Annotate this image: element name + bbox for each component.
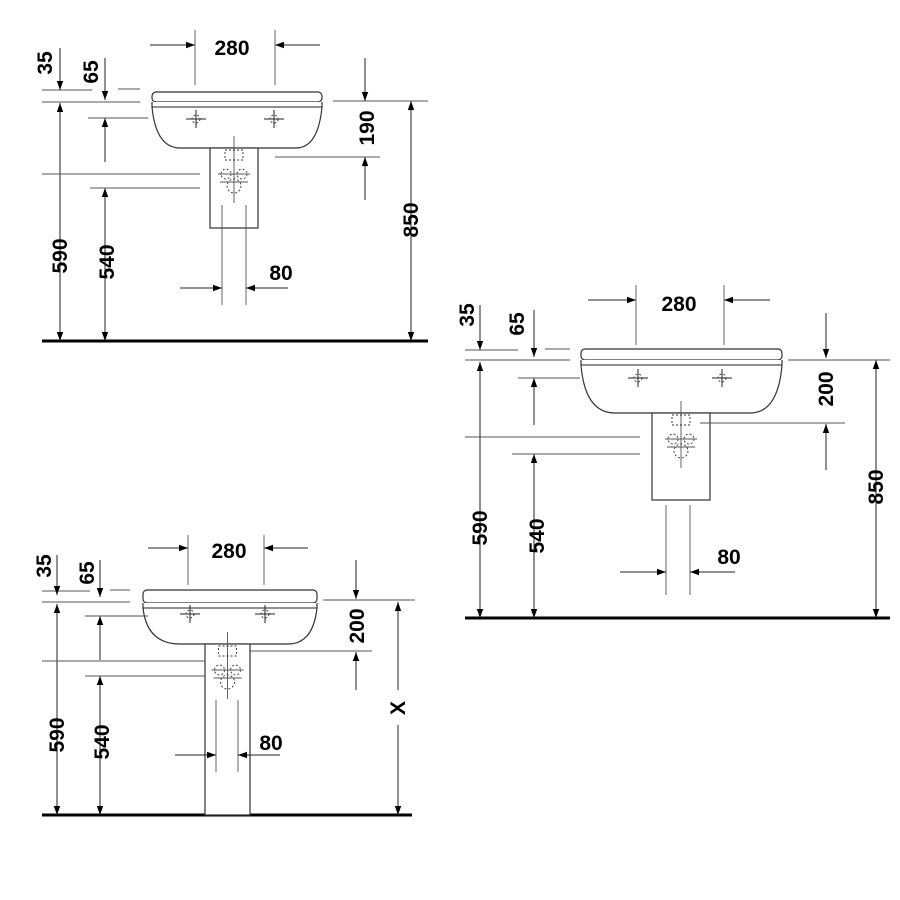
arrowhead-icon bbox=[872, 609, 880, 618]
arrowhead-icon bbox=[407, 332, 415, 341]
arrowhead-icon bbox=[352, 652, 360, 661]
supply-height-dimension: 540 bbox=[526, 518, 549, 553]
arrowhead-icon bbox=[264, 544, 273, 552]
bowl-depth-dimension: 200 bbox=[815, 371, 838, 406]
basin-rim bbox=[580, 348, 783, 361]
arrowhead-icon bbox=[213, 284, 222, 292]
arrowhead-icon bbox=[186, 41, 195, 49]
drain-outline bbox=[671, 414, 691, 426]
top-offset-dimension: 35 bbox=[456, 303, 479, 327]
basin-bowl bbox=[580, 360, 783, 414]
total-height-dimension: 850 bbox=[400, 202, 423, 237]
siphon-height-dimension: 590 bbox=[49, 238, 72, 273]
arrowhead-icon bbox=[56, 103, 64, 112]
arrowhead-icon bbox=[724, 296, 733, 304]
total-height-dimension: X bbox=[387, 701, 410, 715]
tap-hole-icon bbox=[260, 609, 270, 619]
pedestal-width-dimension: 80 bbox=[717, 546, 740, 569]
arrowhead-icon bbox=[246, 284, 255, 292]
arrowhead-icon bbox=[53, 806, 61, 815]
rim-offset-dimension: 65 bbox=[506, 312, 529, 336]
arrowhead-icon bbox=[179, 544, 188, 552]
waste-pipe-icon bbox=[226, 178, 242, 194]
siphon-height-dimension: 590 bbox=[46, 717, 69, 752]
arrowhead-icon bbox=[530, 348, 538, 357]
arrowhead-icon bbox=[96, 806, 104, 815]
top-offset-dimension: 35 bbox=[33, 554, 56, 578]
arrowhead-icon bbox=[96, 588, 104, 597]
arrowhead-icon bbox=[394, 602, 402, 611]
tap-hole-icon bbox=[191, 114, 201, 124]
arrowhead-icon bbox=[101, 118, 109, 127]
view-3-labels: 280 35 65 200 590 540 X 80 bbox=[33, 540, 410, 760]
drain-outline bbox=[218, 645, 237, 657]
supply-height-dimension: 540 bbox=[91, 724, 114, 759]
arrowhead-icon bbox=[530, 454, 538, 463]
arrowhead-icon bbox=[476, 609, 484, 618]
arrowhead-icon bbox=[822, 424, 830, 433]
arrowhead-icon bbox=[207, 751, 216, 759]
arrowhead-icon bbox=[657, 568, 666, 576]
arrowhead-icon bbox=[361, 157, 369, 166]
basin-rim bbox=[151, 91, 323, 103]
arrowhead-icon bbox=[530, 378, 538, 387]
rim-offset-dimension: 65 bbox=[76, 561, 99, 585]
waste-pipe-icon bbox=[220, 674, 235, 690]
basin-rim bbox=[142, 589, 318, 604]
width-dimension: 280 bbox=[211, 540, 246, 563]
supply-height-dimension: 540 bbox=[96, 244, 119, 279]
arrowhead-icon bbox=[361, 92, 369, 101]
arrowhead-icon bbox=[101, 332, 109, 341]
siphon-height-dimension: 590 bbox=[469, 510, 492, 545]
bowl-depth-dimension: 200 bbox=[346, 608, 369, 643]
arrowhead-icon bbox=[238, 751, 247, 759]
arrowhead-icon bbox=[476, 362, 484, 371]
width-dimension: 280 bbox=[661, 293, 696, 316]
arrowhead-icon bbox=[530, 609, 538, 618]
waste-pipe-icon bbox=[673, 443, 689, 459]
rim-offset-dimension: 65 bbox=[80, 60, 103, 84]
arrowhead-icon bbox=[56, 332, 64, 341]
drain-outline bbox=[224, 149, 244, 161]
arrowhead-icon bbox=[53, 604, 61, 613]
top-offset-dimension: 35 bbox=[34, 51, 57, 75]
arrowhead-icon bbox=[872, 360, 880, 369]
pedestal-width-dimension: 80 bbox=[259, 732, 282, 755]
arrowhead-icon bbox=[275, 41, 284, 49]
total-height-dimension: 850 bbox=[865, 469, 888, 504]
arrowhead-icon bbox=[101, 91, 109, 100]
arrowhead-icon bbox=[96, 616, 104, 625]
arrowhead-icon bbox=[394, 806, 402, 815]
tap-hole-icon bbox=[185, 609, 195, 619]
arrowhead-icon bbox=[822, 349, 830, 358]
arrowhead-icon bbox=[690, 568, 699, 576]
basin-bowl bbox=[151, 102, 323, 149]
arrowhead-icon bbox=[56, 81, 64, 90]
tap-hole-icon bbox=[633, 373, 643, 383]
tap-hole-icon bbox=[717, 373, 727, 383]
arrowhead-icon bbox=[96, 676, 104, 685]
width-dimension: 280 bbox=[214, 37, 249, 60]
arrowhead-icon bbox=[407, 101, 415, 110]
view-1-labels: 280 35 65 190 590 540 850 80 bbox=[34, 37, 423, 285]
arrowhead-icon bbox=[53, 586, 61, 595]
arrowhead-icon bbox=[476, 341, 484, 350]
tap-hole-icon bbox=[269, 114, 279, 124]
arrowhead-icon bbox=[627, 296, 636, 304]
basin-bowl bbox=[142, 603, 318, 645]
arrowhead-icon bbox=[352, 590, 360, 599]
bowl-depth-dimension: 190 bbox=[356, 110, 379, 145]
arrowhead-icon bbox=[101, 188, 109, 197]
pedestal-width-dimension: 80 bbox=[269, 262, 292, 285]
view-2-labels: 280 35 65 200 590 540 850 80 bbox=[456, 293, 888, 569]
